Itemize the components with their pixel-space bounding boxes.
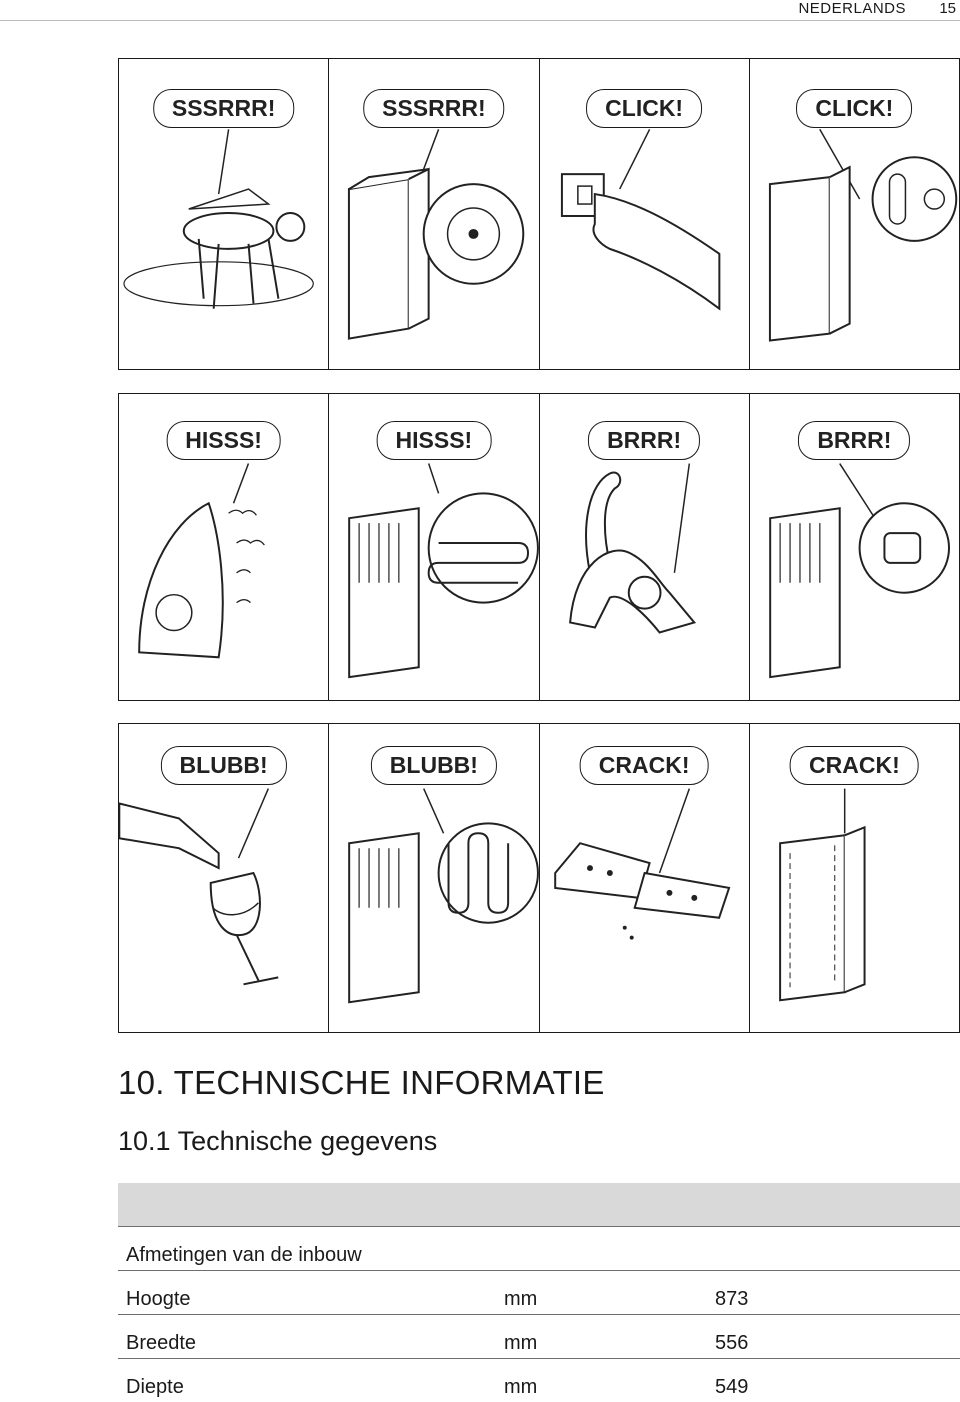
table-row: Diepte mm 549 [118, 1359, 960, 1402]
sound-bubble: BLUBB! [161, 746, 287, 785]
row-label: Breedte [118, 1315, 496, 1359]
illustration-strip-3: BLUBB! BLUBB! CRACK! CRACK! [118, 723, 960, 1033]
row-label: Hoogte [118, 1271, 496, 1315]
panel-thermostat: CLICK! [750, 59, 959, 369]
sound-bubble: CRACK! [580, 746, 709, 785]
panel-compressor: BRRR! [750, 394, 959, 700]
sound-bubble: CLICK! [586, 89, 702, 128]
header-divider [0, 20, 960, 21]
page-number: 15 [939, 0, 956, 17]
subsection-title: 10.1 Technische gegevens [118, 1126, 437, 1157]
sound-bubble: HISSS! [377, 421, 492, 460]
panel-coil: HISSS! [329, 394, 539, 700]
table-group-row: Afmetingen van de inbouw [118, 1227, 960, 1271]
specs-table: Afmetingen van de inbouw Hoogte mm 873 B… [118, 1183, 960, 1402]
row-value: 556 [707, 1315, 960, 1359]
row-value: 873 [707, 1271, 960, 1315]
panel-fly: SSSRRR! [119, 59, 329, 369]
panel-fan: SSSRRR! [329, 59, 539, 369]
sound-bubble: SSSRRR! [363, 89, 505, 128]
row-unit: mm [496, 1271, 707, 1315]
panel-condenser: BLUBB! [329, 724, 539, 1032]
sound-bubble: HISSS! [166, 421, 281, 460]
panel-switch: CLICK! [540, 59, 750, 369]
row-unit: mm [496, 1315, 707, 1359]
sound-bubble: BRRR! [798, 421, 910, 460]
section-title: 10. TECHNISCHE INFORMATIE [118, 1064, 605, 1102]
row-label: Diepte [118, 1359, 496, 1402]
panel-cracker: CRACK! [540, 724, 750, 1032]
table-header-row [118, 1183, 960, 1227]
sound-bubble: BRRR! [588, 421, 700, 460]
panel-appliance: CRACK! [750, 724, 959, 1032]
panel-iron: HISSS! [119, 394, 329, 700]
panel-cat: BRRR! [540, 394, 750, 700]
page-header: NEDERLANDS 15 [0, 0, 960, 20]
group-label: Afmetingen van de inbouw [118, 1227, 960, 1271]
header-language: NEDERLANDS [798, 0, 906, 17]
table-row: Hoogte mm 873 [118, 1271, 960, 1315]
sound-bubble: BLUBB! [371, 746, 497, 785]
sound-bubble: CLICK! [796, 89, 912, 128]
row-value: 549 [707, 1359, 960, 1402]
row-unit: mm [496, 1359, 707, 1402]
illustration-strip-2: HISSS! HISSS! BRRR! BRRR! [118, 393, 960, 701]
sound-bubble: SSSRRR! [153, 89, 295, 128]
table-row: Breedte mm 556 [118, 1315, 960, 1359]
panel-wine: BLUBB! [119, 724, 329, 1032]
sound-bubble: CRACK! [790, 746, 919, 785]
illustration-strip-1: SSSRRR! SSSRRR! CLICK! [118, 58, 960, 370]
